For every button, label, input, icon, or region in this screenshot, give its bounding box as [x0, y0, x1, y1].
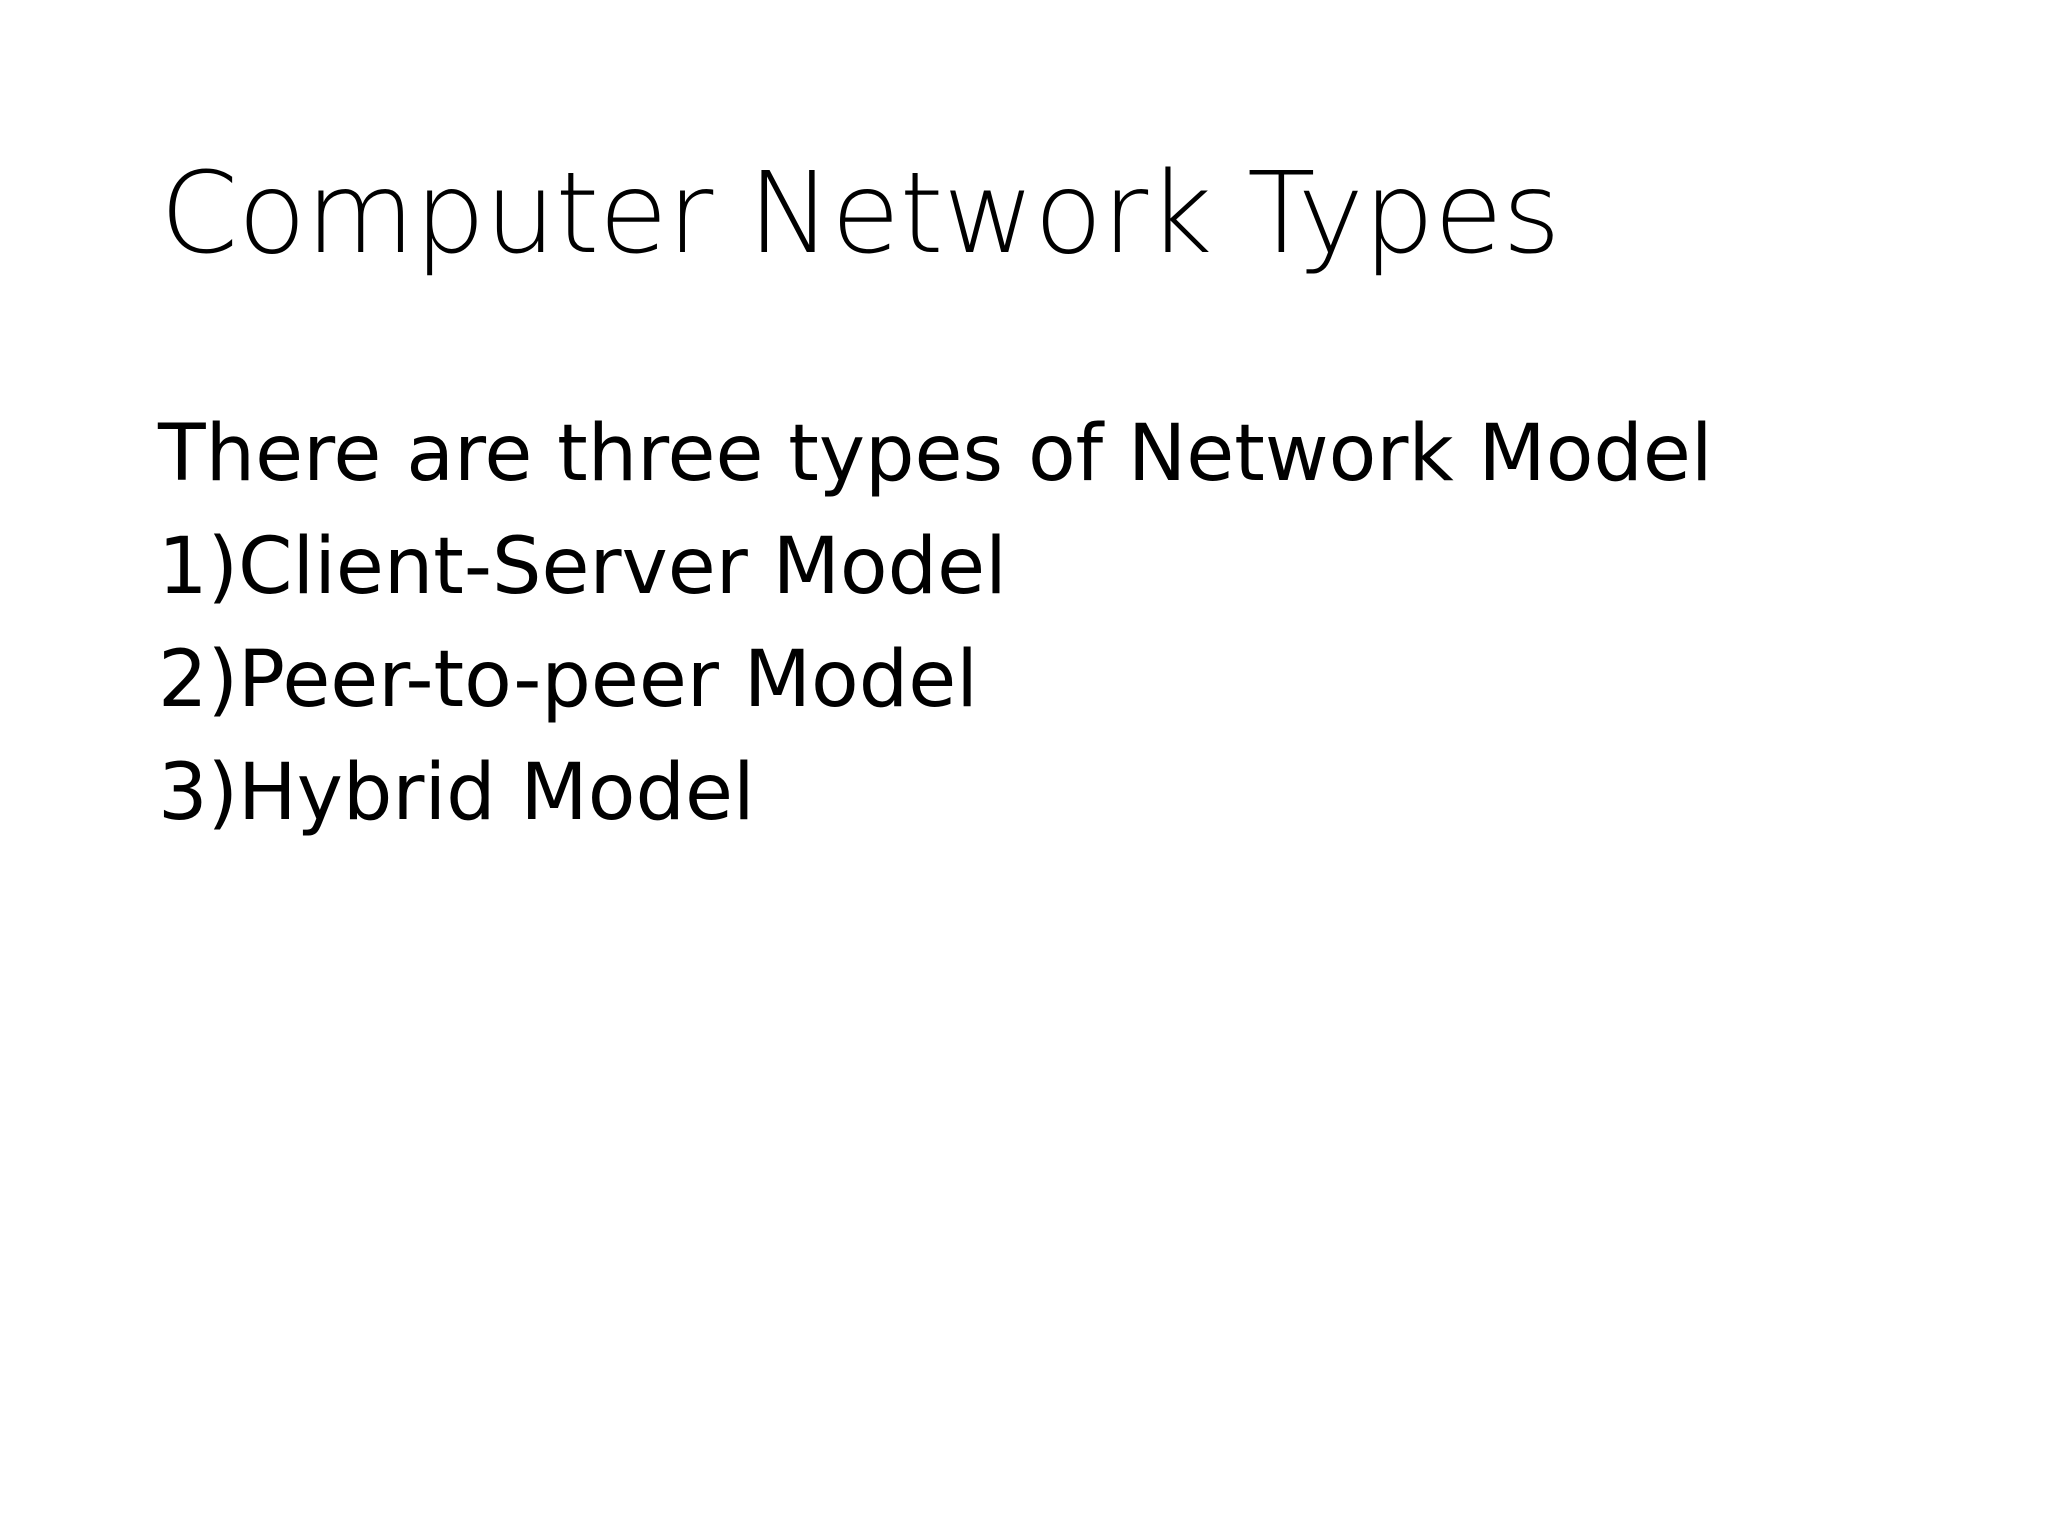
- body-line-client-server-model: 1)Client-Server Model: [158, 522, 1007, 612]
- body-placeholder[interactable]: There are three types of Network Model 1…: [158, 398, 1938, 850]
- body-line-peer-to-peer-model: 2)Peer-to-peer Model: [158, 635, 978, 725]
- body-line-intro: There are three types of Network Model: [158, 409, 1713, 499]
- body-line-hybrid-model: 3)Hybrid Model: [158, 748, 755, 838]
- page-title: Computer Network Types: [160, 149, 1561, 279]
- title-placeholder[interactable]: Computer Network Types: [160, 149, 1920, 280]
